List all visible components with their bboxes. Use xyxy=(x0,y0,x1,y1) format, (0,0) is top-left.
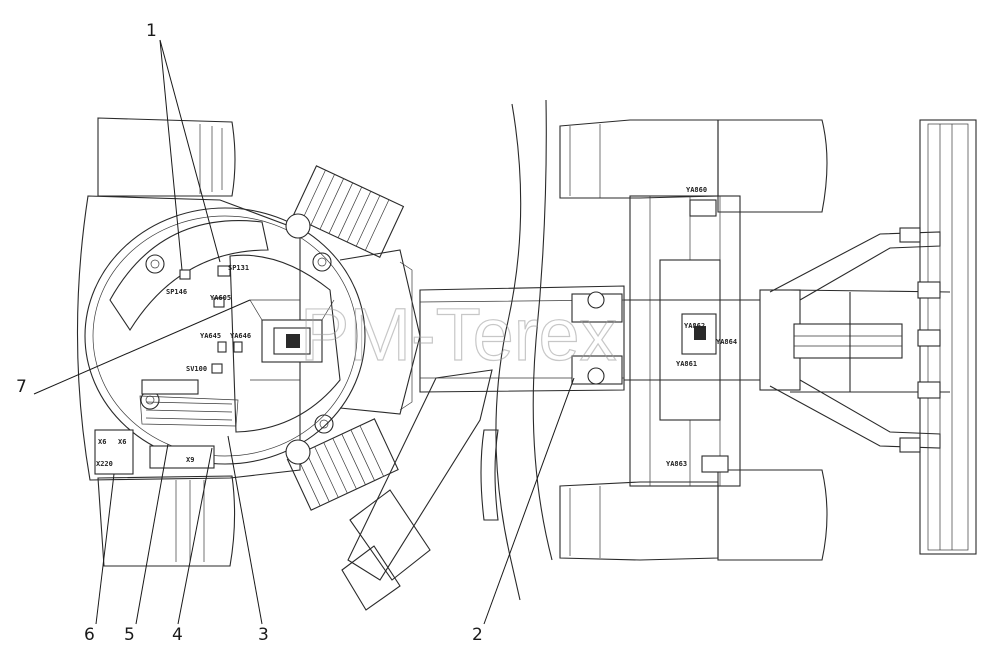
break-line xyxy=(495,103,522,601)
articulation-assembly xyxy=(341,285,625,611)
sensor-tag: X6 xyxy=(118,438,126,446)
sensor-tag: X220 xyxy=(96,460,113,468)
leader-lines xyxy=(33,39,575,625)
front-axle-assembly xyxy=(559,119,977,561)
sensor-tag: SV100 xyxy=(186,365,207,373)
callout-1: 1 xyxy=(146,21,157,41)
callout-6: 6 xyxy=(84,625,95,645)
sensor-tag: X6 xyxy=(98,438,106,446)
sensor-tag: YA860 xyxy=(686,186,707,194)
watermark: PM-Terex xyxy=(300,293,617,376)
callout-labels: 1 2 3 4 5 6 7 xyxy=(16,21,483,645)
sensor-tag: YA645 xyxy=(200,332,221,340)
sensor-tag: X9 xyxy=(186,456,194,464)
sensor-tag: YA864 xyxy=(716,338,737,346)
callout-7: 7 xyxy=(16,377,27,397)
callout-4: 4 xyxy=(172,625,183,645)
callout-5: 5 xyxy=(124,625,135,645)
sensor-tags: SP146 SP131 YA645 YA646 YA605 SV100 X6 X… xyxy=(96,186,737,468)
callout-3: 3 xyxy=(258,625,269,645)
rear-frame-assembly xyxy=(76,117,421,567)
sensor-tag: YA861 xyxy=(676,360,697,368)
sensor-tag: SP131 xyxy=(228,264,249,272)
callout-2: 2 xyxy=(472,625,483,645)
sensor-tag: SP146 xyxy=(166,288,187,296)
break-line xyxy=(532,99,553,561)
sensor-tag: YA862 xyxy=(684,322,705,330)
sensor-tag: YA863 xyxy=(666,460,687,468)
sensor-tag: YA605 xyxy=(210,294,231,302)
sensor-tag: YA646 xyxy=(230,332,251,340)
